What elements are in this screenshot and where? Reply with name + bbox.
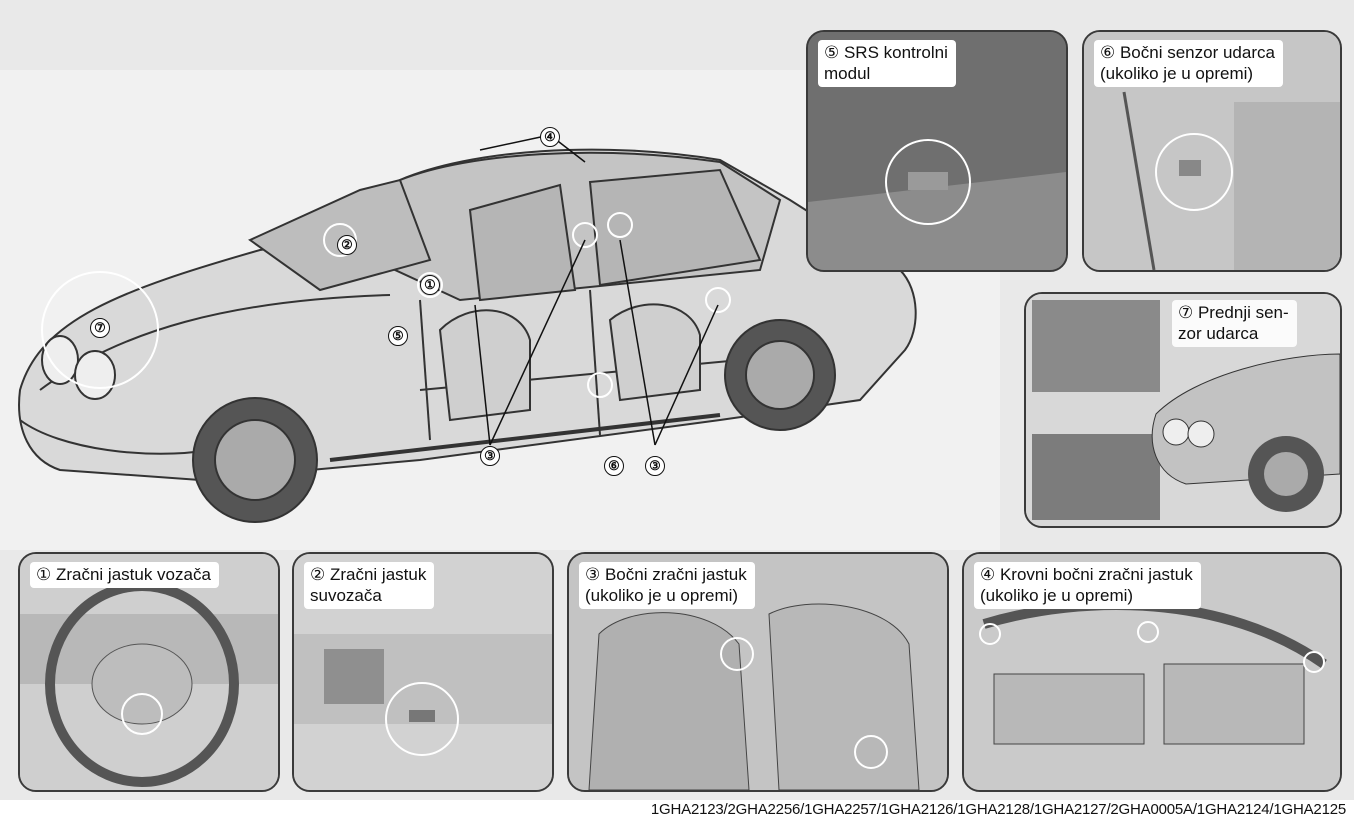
panel-curtain-airbag-label: ④ Krovni bočni zračni jastuk (ukoliko je… [974, 562, 1201, 609]
panel-front-sensor-label: ⑦ Prednji sen- zor udarca [1172, 300, 1297, 347]
diagram-stage: ④ ② ① ⑤ ⑦ ③ ⑥ ③ ⑤ SRS kontrolni modul ⑥ … [0, 0, 1354, 800]
panel-srs-module-label: ⑤ SRS kontrolni modul [818, 40, 956, 87]
callout-6: ⑥ [604, 456, 624, 476]
panel-driver-airbag-label: ① Zračni jastuk vozača [30, 562, 219, 588]
panel-front-sensor: ⑦ Prednji sen- zor udarca [1024, 292, 1342, 528]
figure-code-caption: 1GHA2123/2GHA2256/1GHA2257/1GHA2126/1GHA… [651, 800, 1346, 820]
panel-curtain-airbag: ④ Krovni bočni zračni jastuk (ukoliko je… [962, 552, 1342, 792]
panel-side-airbag-label: ③ Bočni zračni jastuk (ukoliko je u opre… [579, 562, 755, 609]
panel-passenger-airbag-label: ② Zračni jastuk suvozača [304, 562, 434, 609]
callout-3-rear: ③ [645, 456, 665, 476]
callout-5: ⑤ [388, 326, 408, 346]
driver-airbag-art [20, 554, 278, 790]
callout-4: ④ [540, 127, 560, 147]
panel-side-sensor: ⑥ Bočni senzor udarca (ukoliko je u opre… [1082, 30, 1342, 272]
callout-2: ② [337, 235, 357, 255]
panel-driver-airbag: ① Zračni jastuk vozača [18, 552, 280, 792]
callout-3-front: ③ [480, 446, 500, 466]
callout-1: ① [420, 275, 440, 295]
panel-side-airbag: ③ Bočni zračni jastuk (ukoliko je u opre… [567, 552, 949, 792]
panel-srs-module: ⑤ SRS kontrolni modul [806, 30, 1068, 272]
panel-passenger-airbag: ② Zračni jastuk suvozača [292, 552, 554, 792]
callout-7: ⑦ [90, 318, 110, 338]
panel-side-sensor-label: ⑥ Bočni senzor udarca (ukoliko je u opre… [1094, 40, 1283, 87]
